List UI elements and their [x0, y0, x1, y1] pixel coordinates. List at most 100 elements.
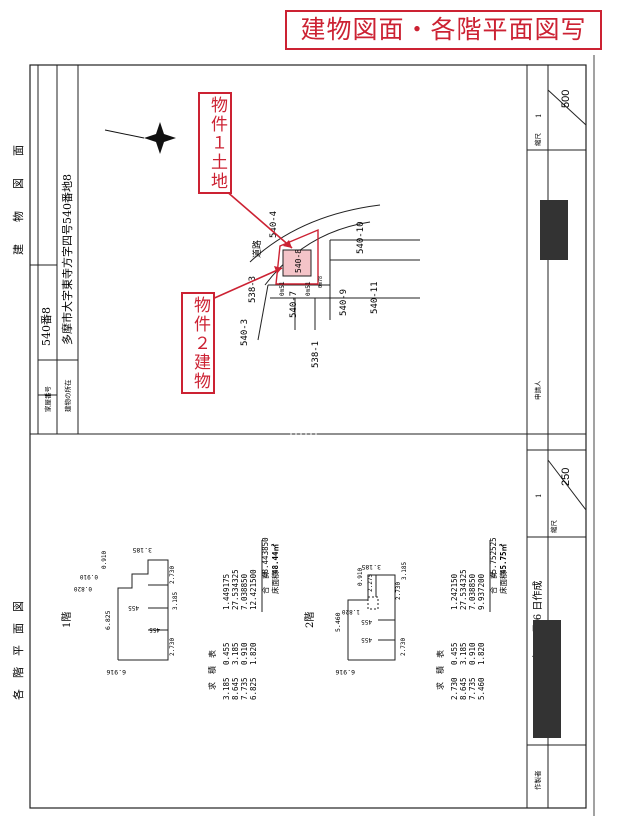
redaction-top — [540, 200, 568, 260]
scale-top-numerator: 1 — [535, 114, 543, 118]
building-annotation: 物件２建物 — [181, 292, 215, 394]
svg-text:床面積: 床面積 — [270, 571, 280, 594]
road-label: 道路 — [251, 240, 263, 258]
floor2-area-table: 求 積 表 2.730 0.455 1.242150 8.645 3.185 2… — [435, 537, 508, 700]
lot-label: 540-11 — [370, 281, 380, 314]
floor2-dim: 2.730 — [395, 582, 402, 600]
floor1-dim: 0.910 — [80, 573, 98, 580]
house-number-value: 540番8 — [40, 307, 53, 346]
lot-label: 540-3 — [240, 319, 250, 346]
svg-text:3.185: 3.185 — [222, 677, 231, 700]
lot-label: 540-7 — [289, 291, 299, 318]
svg-text:0.910: 0.910 — [468, 642, 477, 665]
svg-text:1.242150: 1.242150 — [450, 573, 459, 610]
north-arrow-icon — [104, 122, 176, 154]
lot-label: 540-10 — [356, 221, 366, 254]
floor1-dim: 455 — [149, 626, 160, 633]
floor1-label: 1階 — [61, 612, 73, 628]
document-banner: 建物図面・各階平面図写 — [285, 10, 602, 50]
svg-text:45.75㎡: 45.75㎡ — [498, 543, 508, 574]
svg-text:48.443850: 48.443850 — [261, 537, 270, 578]
floor1-dim: 6.916 — [106, 668, 126, 676]
location-label: 建物の所在 — [63, 379, 72, 412]
scale-bottom-numerator: 1 — [535, 494, 543, 498]
land-annotation: 物件１土地 — [198, 92, 232, 194]
svg-text:1.820: 1.820 — [477, 642, 486, 665]
scale-label-bottom: 縮尺 — [549, 520, 558, 534]
floor2-label: 2階 — [304, 612, 316, 628]
author-label: 作製者 — [533, 770, 542, 790]
lot-label: 538-1 — [311, 341, 321, 368]
svg-text:2.730: 2.730 — [450, 677, 459, 700]
svg-text:27.534325: 27.534325 — [459, 569, 468, 610]
floor1-dim: 0.820 — [74, 585, 92, 592]
building-arrow — [209, 267, 283, 301]
location-value: 多摩市大字東寺方字四号540番地8 — [60, 174, 74, 345]
lot-label: 538-3 — [248, 276, 258, 303]
svg-text:0.910: 0.910 — [240, 642, 249, 665]
svg-text:8.645: 8.645 — [231, 677, 240, 700]
site-dim: 0m78 — [318, 276, 324, 288]
floor2-dim: 6.916 — [335, 668, 355, 676]
svg-text:1.820: 1.820 — [249, 642, 258, 665]
floor-plan-title: 各 階 平 面 図 — [11, 601, 25, 700]
svg-text:0.455: 0.455 — [450, 642, 459, 665]
svg-text:合 計: 合 計 — [488, 571, 498, 594]
floor1-dim: 2.730 — [169, 566, 176, 584]
lot-label: 540-8 — [294, 249, 303, 273]
site-dim: 0m51 — [279, 281, 286, 296]
applicant-label: 申請人 — [533, 380, 542, 400]
svg-text:0.455: 0.455 — [222, 642, 231, 665]
sheet-frame — [29, 64, 587, 809]
svg-text:9.937200: 9.937200 — [477, 573, 486, 610]
floor1-outline — [117, 559, 169, 661]
floor1-area-table: 求 積 表 3.185 0.455 1.449175 8.645 3.185 2… — [207, 537, 280, 700]
house-number-label: 家屋番号 — [43, 386, 52, 413]
scale-label-top: 縮尺 — [533, 133, 542, 147]
building-plan-title: 建 物 図 面 — [11, 145, 25, 255]
svg-text:床面積: 床面積 — [498, 571, 508, 594]
floor1-dim: 2.730 — [169, 638, 176, 656]
floor1-dim: 0.910 — [101, 551, 108, 569]
floor1-dim: 3.185 — [172, 592, 179, 610]
svg-text:27.534325: 27.534325 — [231, 569, 240, 610]
svg-text:12.421500: 12.421500 — [249, 569, 258, 610]
svg-text:48.44㎡: 48.44㎡ — [270, 543, 280, 574]
svg-text:7.735: 7.735 — [468, 677, 477, 700]
floor2-dim: 2.730 — [400, 638, 407, 656]
land-arrow — [224, 189, 293, 249]
svg-text:6.825: 6.825 — [249, 677, 258, 700]
site-plan — [249, 204, 420, 341]
svg-text:5.460: 5.460 — [477, 677, 486, 700]
floor2-dim: 3.185 — [361, 563, 381, 571]
lot-label: 540-4 — [269, 211, 279, 238]
floor2-dim: 5.460 — [334, 612, 342, 632]
svg-text:7.735: 7.735 — [240, 677, 249, 700]
floor2-dim: 0.910 — [357, 568, 364, 586]
svg-text:7.038850: 7.038850 — [468, 573, 477, 610]
svg-text:7.038850: 7.038850 — [240, 573, 249, 610]
floor2-dim: 455 — [361, 636, 372, 643]
floor1-dim: 3.185 — [132, 546, 152, 554]
building-footprint — [282, 249, 312, 277]
floor1-dim: 6.825 — [104, 610, 112, 630]
floor2-dim: 2.275 — [367, 574, 374, 592]
floor1-dim: 455 — [128, 604, 139, 611]
scale-top-denominator: 500 — [560, 90, 572, 108]
redaction-bottom — [533, 620, 561, 738]
floor2-dim: 455 — [361, 618, 372, 625]
floor2-outline — [347, 574, 396, 661]
site-dim: 0m51 — [305, 281, 312, 296]
floor2-dim: 1.820 — [342, 608, 360, 615]
svg-text:3.185: 3.185 — [459, 642, 468, 665]
svg-text:1.449175: 1.449175 — [222, 574, 231, 610]
scale-bottom-denominator: 250 — [560, 468, 572, 486]
svg-text:45.752525: 45.752525 — [489, 537, 498, 578]
svg-text:合 計: 合 計 — [260, 571, 270, 594]
lot-label: 540-9 — [339, 289, 349, 316]
svg-text:求 積 表: 求 積 表 — [207, 650, 217, 690]
svg-text:求 積 表: 求 積 表 — [435, 650, 445, 690]
floor2-dim: 3.185 — [401, 562, 408, 580]
svg-text:3.185: 3.185 — [231, 642, 240, 665]
